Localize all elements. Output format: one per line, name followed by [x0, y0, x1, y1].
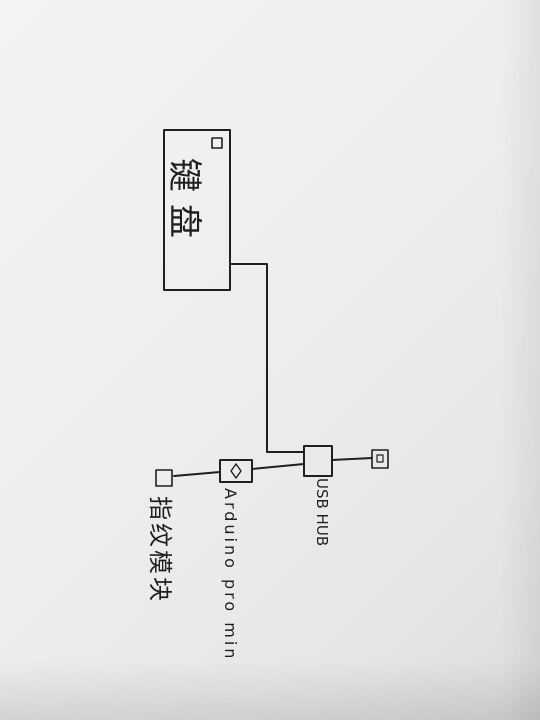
fingerprint-module-label: 指纹模块 — [146, 496, 174, 604]
arduino-fingerprint-wire — [173, 471, 221, 477]
keyboard-box — [163, 129, 231, 291]
hub-arduino-wire — [251, 463, 305, 470]
paper-shadow — [500, 0, 540, 720]
usb-hub-label: USB HUB — [313, 478, 331, 547]
keyboard-label: 键盘 — [164, 158, 204, 250]
arduino-chip-icon — [230, 463, 242, 479]
paper-shadow-bottom — [0, 660, 540, 720]
keyboard-hub-wire — [229, 263, 305, 453]
arduino-label: Arduino pro min — [221, 488, 240, 662]
arduino-box — [219, 459, 253, 483]
usb-hub-box — [303, 445, 333, 477]
fingerprint-module-icon — [155, 469, 173, 487]
keyboard-port-icon — [211, 137, 223, 149]
hub-plug-wire — [331, 457, 373, 461]
usb-plug-inner — [376, 454, 384, 463]
usb-plug-icon — [371, 449, 389, 469]
